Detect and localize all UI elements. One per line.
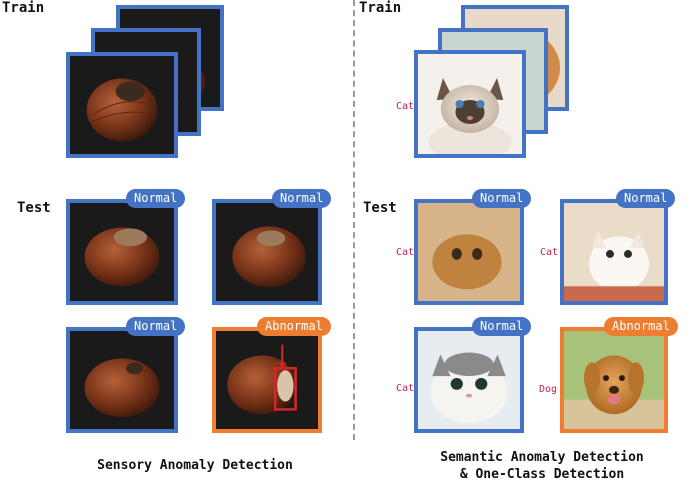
cat-test-image-3 [414, 327, 524, 433]
right-caption: Semantic Anomaly Detection & One-Class D… [392, 449, 692, 483]
class-label: Cat [540, 247, 558, 258]
hazelnut-test-image-3 [66, 327, 178, 433]
cat-train-image-1 [414, 50, 526, 158]
section-divider [353, 0, 355, 440]
hazelnut-test-image-2 [212, 199, 322, 305]
hazelnut-test-image-1 [66, 199, 178, 305]
status-badge: Normal [126, 317, 185, 336]
status-badge: Normal [126, 189, 185, 208]
hazelnut-train-image-1 [66, 52, 178, 158]
status-badge: Abnormal [604, 317, 678, 336]
left-train-label: Train [2, 0, 44, 16]
right-train-label: Train [359, 0, 401, 16]
hazelnut-test-image-4 [212, 327, 322, 433]
status-badge: Normal [472, 189, 531, 208]
status-badge: Normal [272, 189, 331, 208]
cat-test-image-1 [414, 199, 524, 305]
class-label: Cat [396, 247, 414, 258]
status-badge: Normal [616, 189, 675, 208]
left-caption: Sensory Anomaly Detection [60, 457, 330, 474]
right-test-label: Test [363, 200, 397, 216]
status-badge: Normal [472, 317, 531, 336]
dog-test-image [560, 327, 668, 433]
left-test-label: Test [17, 200, 51, 216]
cat-test-image-2 [560, 199, 668, 305]
class-label: Cat [396, 101, 414, 112]
class-label: Cat [396, 383, 414, 394]
status-badge: Abnormal [257, 317, 331, 336]
class-label: Dog [539, 384, 557, 395]
